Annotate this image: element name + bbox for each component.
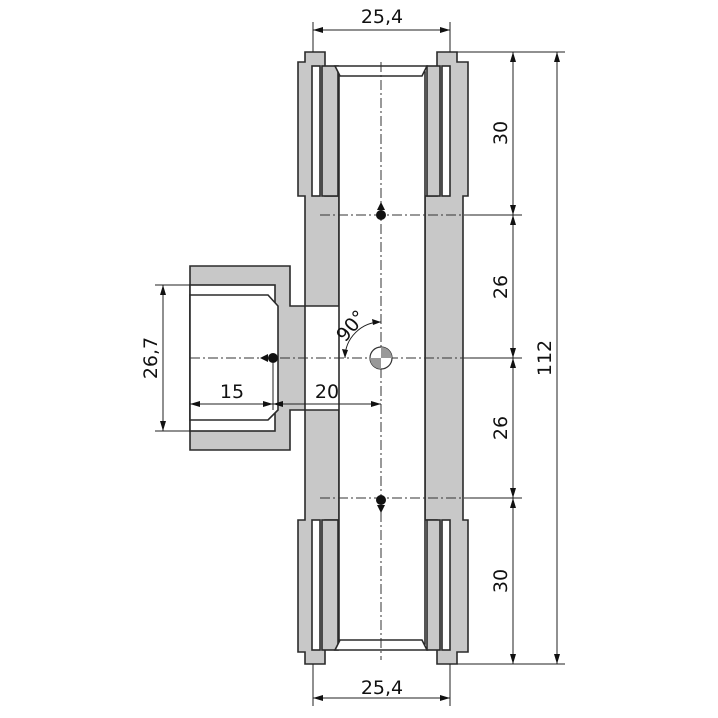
- upper-point-arrow: [377, 202, 385, 210]
- top-width-label: 25,4: [361, 6, 403, 28]
- top-left-ring: [321, 65, 339, 197]
- lower-point-dot: [376, 495, 386, 505]
- branch-diameter-label: 26,7: [140, 337, 162, 379]
- top-right-ring: [426, 65, 441, 197]
- bottom-width-label: 25,4: [361, 677, 403, 699]
- total-length-label: 112: [534, 340, 556, 376]
- bottom-socket-length-label: 30: [490, 569, 512, 593]
- center-marker: [369, 346, 393, 370]
- branch-depth-label: 15: [220, 381, 244, 403]
- bottom-right-ring: [426, 519, 441, 651]
- upper-point-dot: [376, 210, 386, 220]
- top-socket-groove-right: [441, 65, 451, 197]
- lower-offset-label: 26: [490, 416, 512, 440]
- branch-point-dot: [268, 353, 278, 363]
- center-lines: [190, 62, 470, 660]
- top-socket-length-label: 30: [490, 121, 512, 145]
- dimension-lines: [155, 22, 565, 706]
- upper-offset-label: 26: [490, 275, 512, 299]
- bottom-socket-groove-right: [441, 519, 451, 651]
- bottom-socket-groove-left: [311, 519, 321, 651]
- branch-offset-label: 20: [315, 381, 339, 403]
- reference-points: [260, 202, 386, 513]
- bottom-left-ring: [321, 519, 339, 651]
- lower-point-arrow: [377, 505, 385, 513]
- top-socket-groove-left: [311, 65, 321, 197]
- branch-point-arrow: [260, 354, 268, 362]
